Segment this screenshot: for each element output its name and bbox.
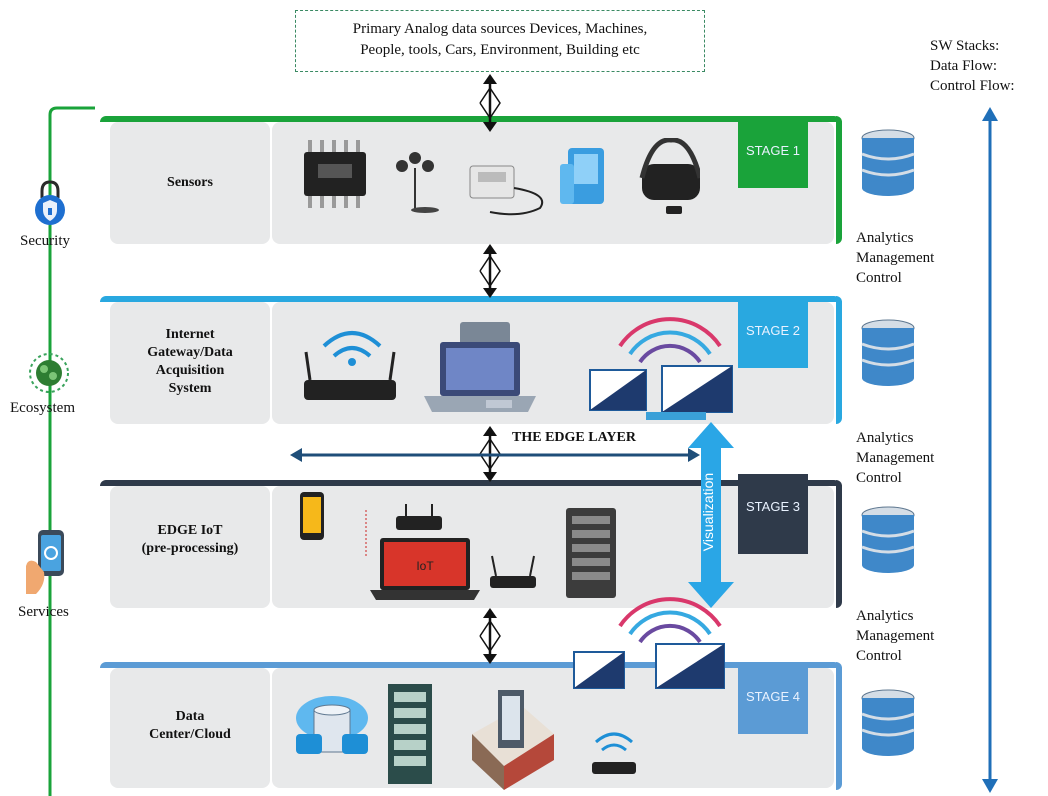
edge-layer-arrow — [290, 448, 700, 462]
data-center-building-icon — [472, 690, 554, 790]
analog-chip-icon — [304, 140, 366, 208]
edge-router-icon — [396, 504, 442, 530]
stage-3-database-icon — [861, 506, 915, 573]
stage-2-name-line-4: System — [168, 381, 212, 396]
stage-3-name-line-1: EDGE IoT — [157, 523, 223, 538]
sw-stacks-label: SW Stacks: — [930, 38, 1000, 54]
stage1-to-stage2-arrow — [479, 244, 501, 298]
stage-2-left-panel — [110, 302, 270, 424]
stage-2-badge: STAGE 2 — [738, 298, 808, 368]
stage-4-name-line-2: Center/Cloud — [149, 727, 231, 742]
ecosystem-icon — [29, 353, 69, 393]
lock-icon — [35, 180, 65, 225]
edge-layer-label: THE EDGE LAYER — [512, 430, 636, 445]
stage-2-name-line-1: Internet — [165, 327, 215, 342]
stage-3-badge: STAGE 3 — [738, 474, 808, 554]
stage-3-edge-devices: IoT — [300, 492, 616, 600]
visualization-arrow — [688, 422, 734, 608]
vr-headset-icon — [639, 138, 700, 214]
control-label-1: Control — [856, 270, 902, 286]
stage-2-panel: Internet Gateway/Data Acquisition System… — [100, 296, 842, 426]
smartphone-icon — [300, 492, 324, 540]
stage-3-name-line-2: (pre-processing) — [141, 541, 239, 556]
stage-1-name-line-1: Sensors — [167, 175, 213, 190]
analytics-block-2: Analytics Management Control — [856, 428, 934, 488]
data-sources-line-1: Primary Analog data sources Devices, Mac… — [352, 21, 648, 37]
stage-1-left-panel — [110, 122, 270, 244]
analytics-block-1: Analytics Management Control — [856, 228, 934, 288]
services-phone-icon — [26, 530, 64, 594]
stage-1-top-rail — [100, 116, 840, 122]
iot-laptop-icon: IoT — [370, 538, 480, 600]
stage-4-name: Data Center/Cloud — [110, 708, 270, 744]
visualization-dashboard-icon — [589, 317, 733, 420]
sw-legend: SW Stacks: Data Flow: Control Flow: — [930, 36, 1015, 96]
stage-2-name-line-3: Acquisition — [155, 363, 225, 378]
analytics-label-1: Analytics — [856, 230, 914, 246]
data-sources-line-2: People, tools, Cars, Environment, Buildi… — [360, 42, 640, 58]
stage-1-badge: STAGE 1 — [738, 118, 808, 188]
stage-4-right-rail — [836, 662, 842, 790]
control-label-3: Control — [856, 648, 902, 664]
stage-1-sensor-devices — [304, 138, 700, 216]
laptop-workstation-icon — [424, 322, 536, 412]
stage-1-right-rail — [836, 116, 842, 244]
services-label: Services — [18, 604, 69, 620]
analytics-block-3: Analytics Management Control — [856, 606, 934, 666]
control-label-2: Control — [856, 470, 902, 486]
stage-3-name: EDGE IoT (pre-processing) — [110, 522, 270, 558]
data-flow-label: Data Flow: — [930, 58, 998, 74]
control-flow-label: Control Flow: — [930, 78, 1015, 94]
stage-1-panel: Sensors STAGE 1 — [100, 116, 842, 246]
analytics-label-3: Analytics — [856, 608, 914, 624]
security-label: Security — [20, 233, 70, 249]
management-label-1: Management — [856, 250, 935, 266]
wifi-router-icon — [304, 331, 396, 400]
analytics-label-2: Analytics — [856, 430, 914, 446]
visualization-label: Visualization — [700, 472, 716, 552]
stage-4-left-panel — [110, 668, 270, 788]
stage3-to-stage4-arrow — [479, 608, 501, 664]
stage-2-name: Internet Gateway/Data Acquisition System — [110, 326, 270, 398]
stage-4-top-rail — [100, 662, 840, 668]
stage-4-badge: STAGE 4 — [738, 664, 808, 734]
stage-1-database-icon — [861, 129, 915, 196]
stage-1-name: Sensors — [110, 174, 270, 192]
small-router-icon — [490, 555, 536, 588]
cloud-server-rack-icon — [388, 684, 432, 784]
iot-laptop-label: IoT — [416, 559, 434, 573]
stage-3-right-rail — [836, 480, 842, 608]
stage-3-top-rail — [100, 480, 840, 486]
data-logger-icon — [469, 165, 544, 216]
stage-2-gateway-devices — [304, 317, 733, 420]
cloud-database-icon — [296, 696, 368, 754]
data-sources-box: Primary Analog data sources Devices, Mac… — [295, 10, 705, 72]
management-label-3: Management — [856, 628, 935, 644]
stage-4-panel: Data Center/Cloud STAGE 4 — [100, 662, 842, 796]
ecosystem-label: Ecosystem — [10, 400, 75, 416]
stage-2-right-rail — [836, 296, 842, 424]
cloud-visualization-icon — [573, 597, 725, 689]
stage-3-left-panel — [110, 486, 270, 608]
control-flow-arrow — [982, 107, 998, 793]
anemometer-icon — [396, 152, 439, 213]
left-side-rail — [48, 106, 95, 796]
stage-2-name-line-2: Gateway/Data — [147, 345, 233, 360]
management-label-2: Management — [856, 450, 935, 466]
stage-4-cloud-devices — [296, 684, 636, 790]
source-to-stage1-arrow — [479, 74, 501, 132]
stage-4-database-icon — [861, 689, 915, 756]
stage-4-name-line-1: Data — [175, 709, 205, 724]
stage-2-top-rail — [100, 296, 840, 302]
stage-3-panel: EDGE IoT (pre-processing) STAGE 3 IoT — [100, 474, 842, 610]
cloud-wifi-router-icon — [592, 732, 636, 774]
mobile-app-sensor-icon — [560, 148, 604, 204]
stage-2-database-icon — [861, 319, 915, 386]
server-rack-icon — [566, 508, 616, 598]
